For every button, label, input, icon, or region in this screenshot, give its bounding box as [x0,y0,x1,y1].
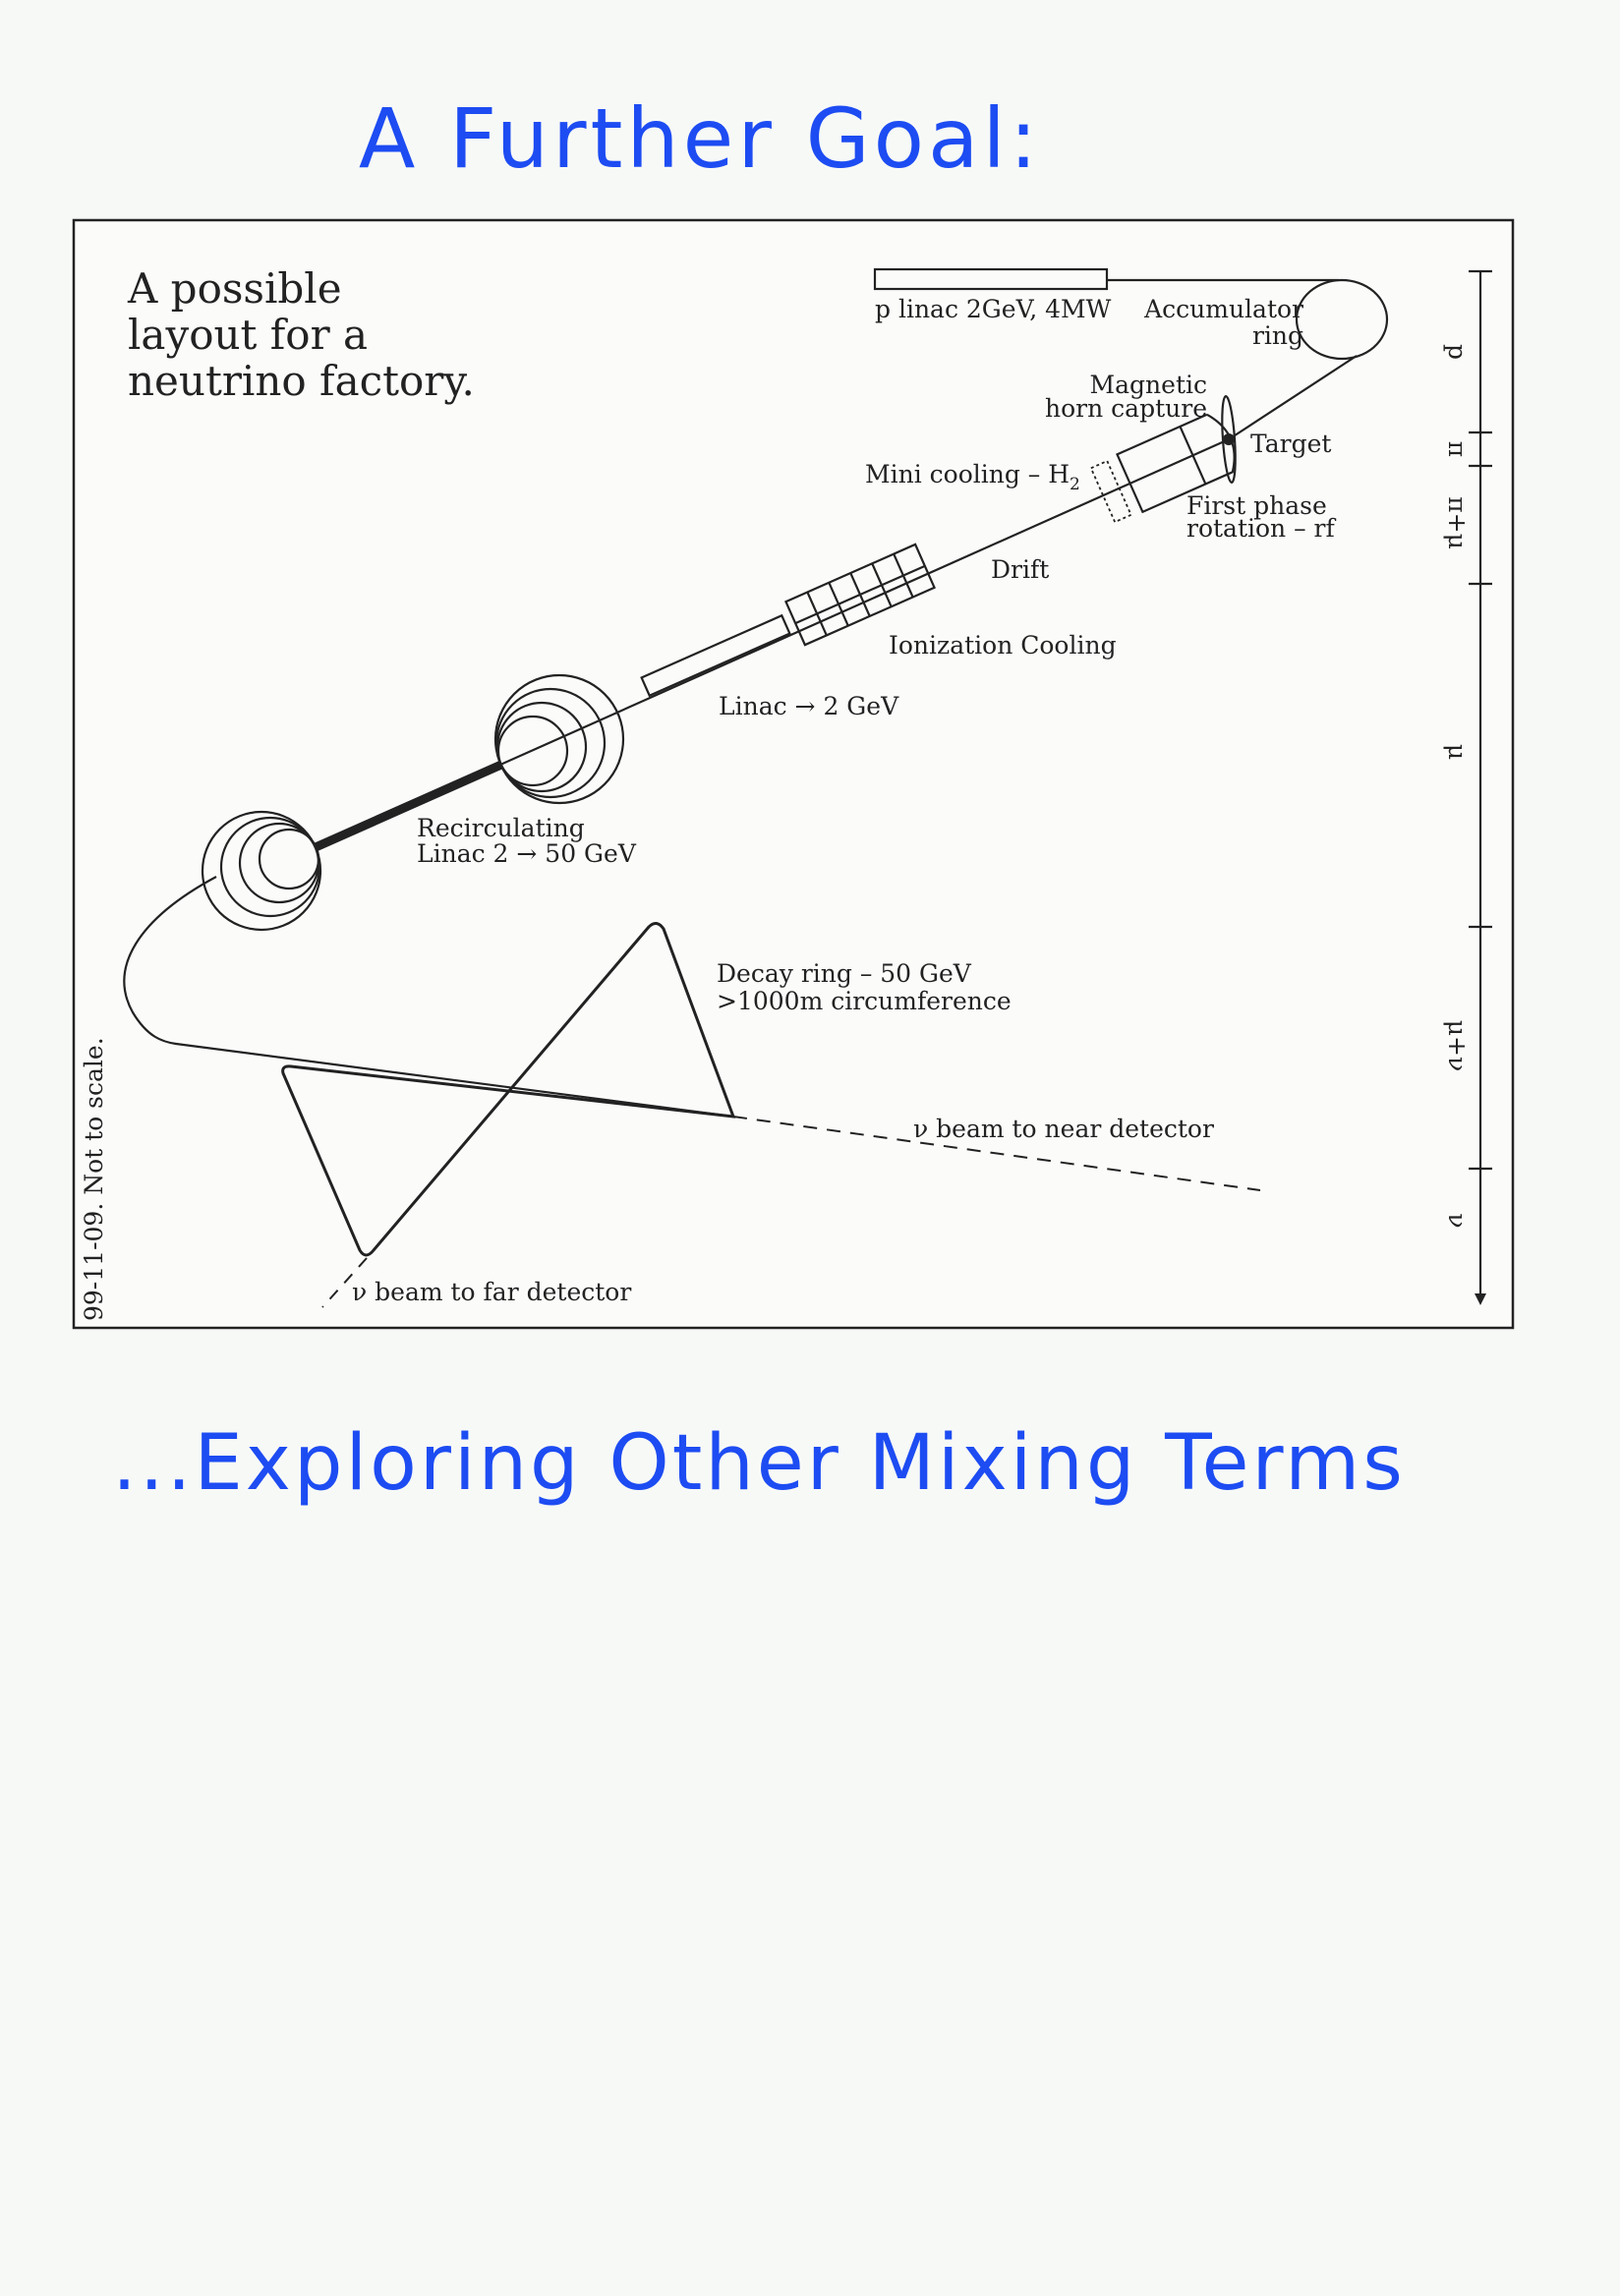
label-accumulator-ring: ring [1252,321,1303,350]
recirculating-arcs-left [201,810,322,932]
label-first-phase: First phase [1186,491,1327,520]
linac-2gev [640,613,791,698]
label-linac: Linac → 2 GeV [719,692,899,720]
label-rotation-rf: rotation – rf [1186,514,1336,543]
label-magnetic: Magnetic [1090,371,1207,399]
axis-label-pi: π [1443,441,1472,457]
diagram-heading-2: layout for a [128,311,368,359]
transfer-loop [123,876,734,1119]
label-target: Target [1250,430,1331,458]
decay-ring [281,922,736,1257]
axis-label-p: p [1443,344,1472,360]
label-p-linac: p linac 2GeV, 4MW [875,295,1112,323]
near-detector-beam [732,1116,1261,1191]
handwritten-subtitle: ...Exploring Other Mixing Terms [112,1419,1406,1508]
label-recirculating-linac: Linac 2 → 50 GeV [417,839,637,868]
accumulator-ring [1295,278,1389,361]
recirculating-linac [314,760,503,852]
label-not-to-scale: 99-11-09. Not to scale. [80,1037,108,1321]
label-accumulator: Accumulator [1143,295,1303,323]
diagram-heading-3: neutrino factory. [128,357,475,405]
label-mini-cooling: Mini cooling – H2 [865,460,1080,494]
recirculating-arcs-right [493,673,625,805]
handwritten-title: A Further Goal: [359,90,1041,187]
far-detector-beam [321,1257,368,1308]
label-circumference: >1000m circumference [717,987,1012,1015]
axis-label-pi-mu: π+μ [1443,496,1472,549]
arrow-down-icon [1475,1293,1486,1305]
label-far-detector: ν beam to far detector [352,1278,631,1306]
neutrino-factory-diagram: A possible layout for a neutrino factory… [72,218,1515,1330]
ionization-cooling [783,543,937,647]
label-recirculating: Recirculating [417,814,585,842]
proton-to-target-line [1228,355,1358,440]
axis-label-mu-nu: μ+ν [1443,1020,1472,1071]
axis-label-nu: ν [1443,1213,1472,1228]
label-ionization-cooling: Ionization Cooling [889,631,1117,660]
diagram-heading-1: A possible [127,264,342,313]
label-near-detector: ν beam to near detector [913,1115,1214,1143]
axis-label-mu: μ [1443,744,1472,760]
label-horn-capture: horn capture [1045,394,1207,423]
particle-stage-axis: p π π+μ μ μ+ν ν [1443,269,1492,1305]
label-drift: Drift [991,555,1049,584]
label-decay-ring: Decay ring – 50 GeV [717,959,972,988]
